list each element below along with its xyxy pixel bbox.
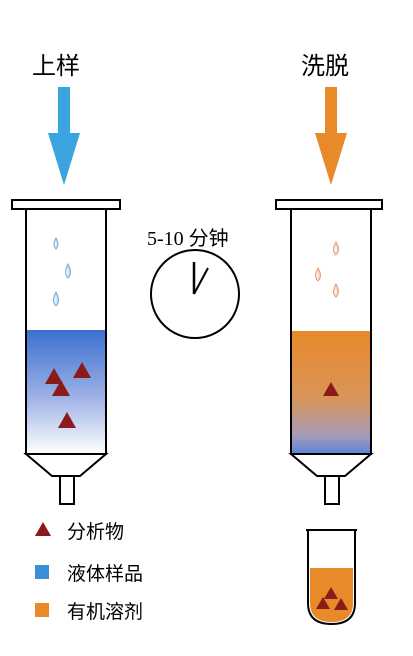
legend-analyte-icon: [35, 522, 51, 536]
analyte-marker: [73, 362, 91, 378]
cartridge-tip: [59, 475, 75, 505]
analyte-marker: [323, 382, 339, 396]
legend-organic-solvent-icon: [35, 603, 49, 617]
droplet-icon: [53, 236, 59, 250]
analyte-marker: [334, 598, 348, 610]
cartridge-tip: [324, 475, 340, 505]
analyte-marker: [324, 587, 338, 599]
analyte-marker: [52, 380, 70, 396]
droplet-icon: [53, 290, 59, 307]
elute-step-label: 洗脱: [301, 52, 349, 80]
loading-cartridge: [11, 199, 121, 505]
droplet-icon: [333, 283, 339, 298]
legend-sample-liquid-icon: [35, 565, 49, 579]
clock-icon: [150, 249, 240, 339]
legend-analyte-label: 分析物: [67, 521, 125, 543]
legend-organic-solvent-label: 有机溶剂: [67, 601, 144, 623]
droplet-icon: [65, 262, 71, 279]
analyte-marker: [45, 368, 63, 384]
cartridge-funnel: [23, 453, 109, 477]
time-duration-label: 5-10 分钟: [147, 228, 229, 250]
load-step-label: 上样: [32, 52, 80, 80]
cartridge-rim: [275, 199, 383, 210]
droplet-icon: [333, 241, 339, 256]
analyte-marker: [316, 597, 330, 609]
cartridge-rim: [11, 199, 121, 210]
elution-cartridge: [275, 199, 383, 505]
cartridge-funnel: [288, 453, 374, 477]
analyte-marker: [58, 412, 76, 428]
droplet-icon: [315, 267, 321, 282]
collection-tube: [306, 529, 357, 626]
legend-sample-liquid-label: 液体样品: [67, 563, 144, 585]
elute-arrow: [315, 87, 347, 185]
load-arrow: [48, 87, 80, 185]
